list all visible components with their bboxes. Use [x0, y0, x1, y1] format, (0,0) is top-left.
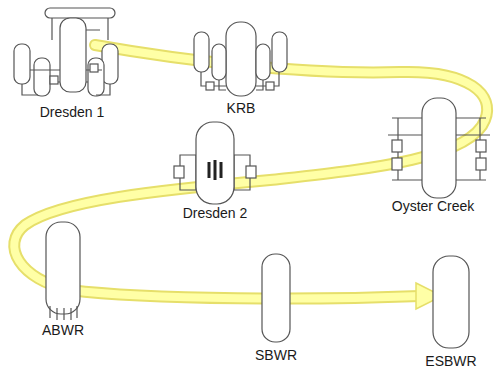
- esbwr-reactor: [433, 256, 469, 348]
- abwr-reactor: [46, 222, 80, 320]
- reactor-name: KRB: [227, 100, 256, 116]
- krb-reactor: [194, 22, 287, 96]
- reactor-name: ESBWR: [425, 353, 476, 369]
- reactor-name: Dresden 1: [40, 104, 105, 120]
- dresden1-reactor: [14, 8, 118, 96]
- reactor-name: Oyster Creek: [392, 198, 474, 214]
- reactor-name: Dresden 2: [183, 205, 248, 221]
- reactor-name: SBWR: [255, 347, 297, 363]
- dresden2-reactor: [174, 122, 256, 204]
- reactor-name: ABWR: [42, 322, 84, 338]
- oyster-creek-reactor: [388, 98, 490, 198]
- sbwr-reactor: [262, 254, 290, 342]
